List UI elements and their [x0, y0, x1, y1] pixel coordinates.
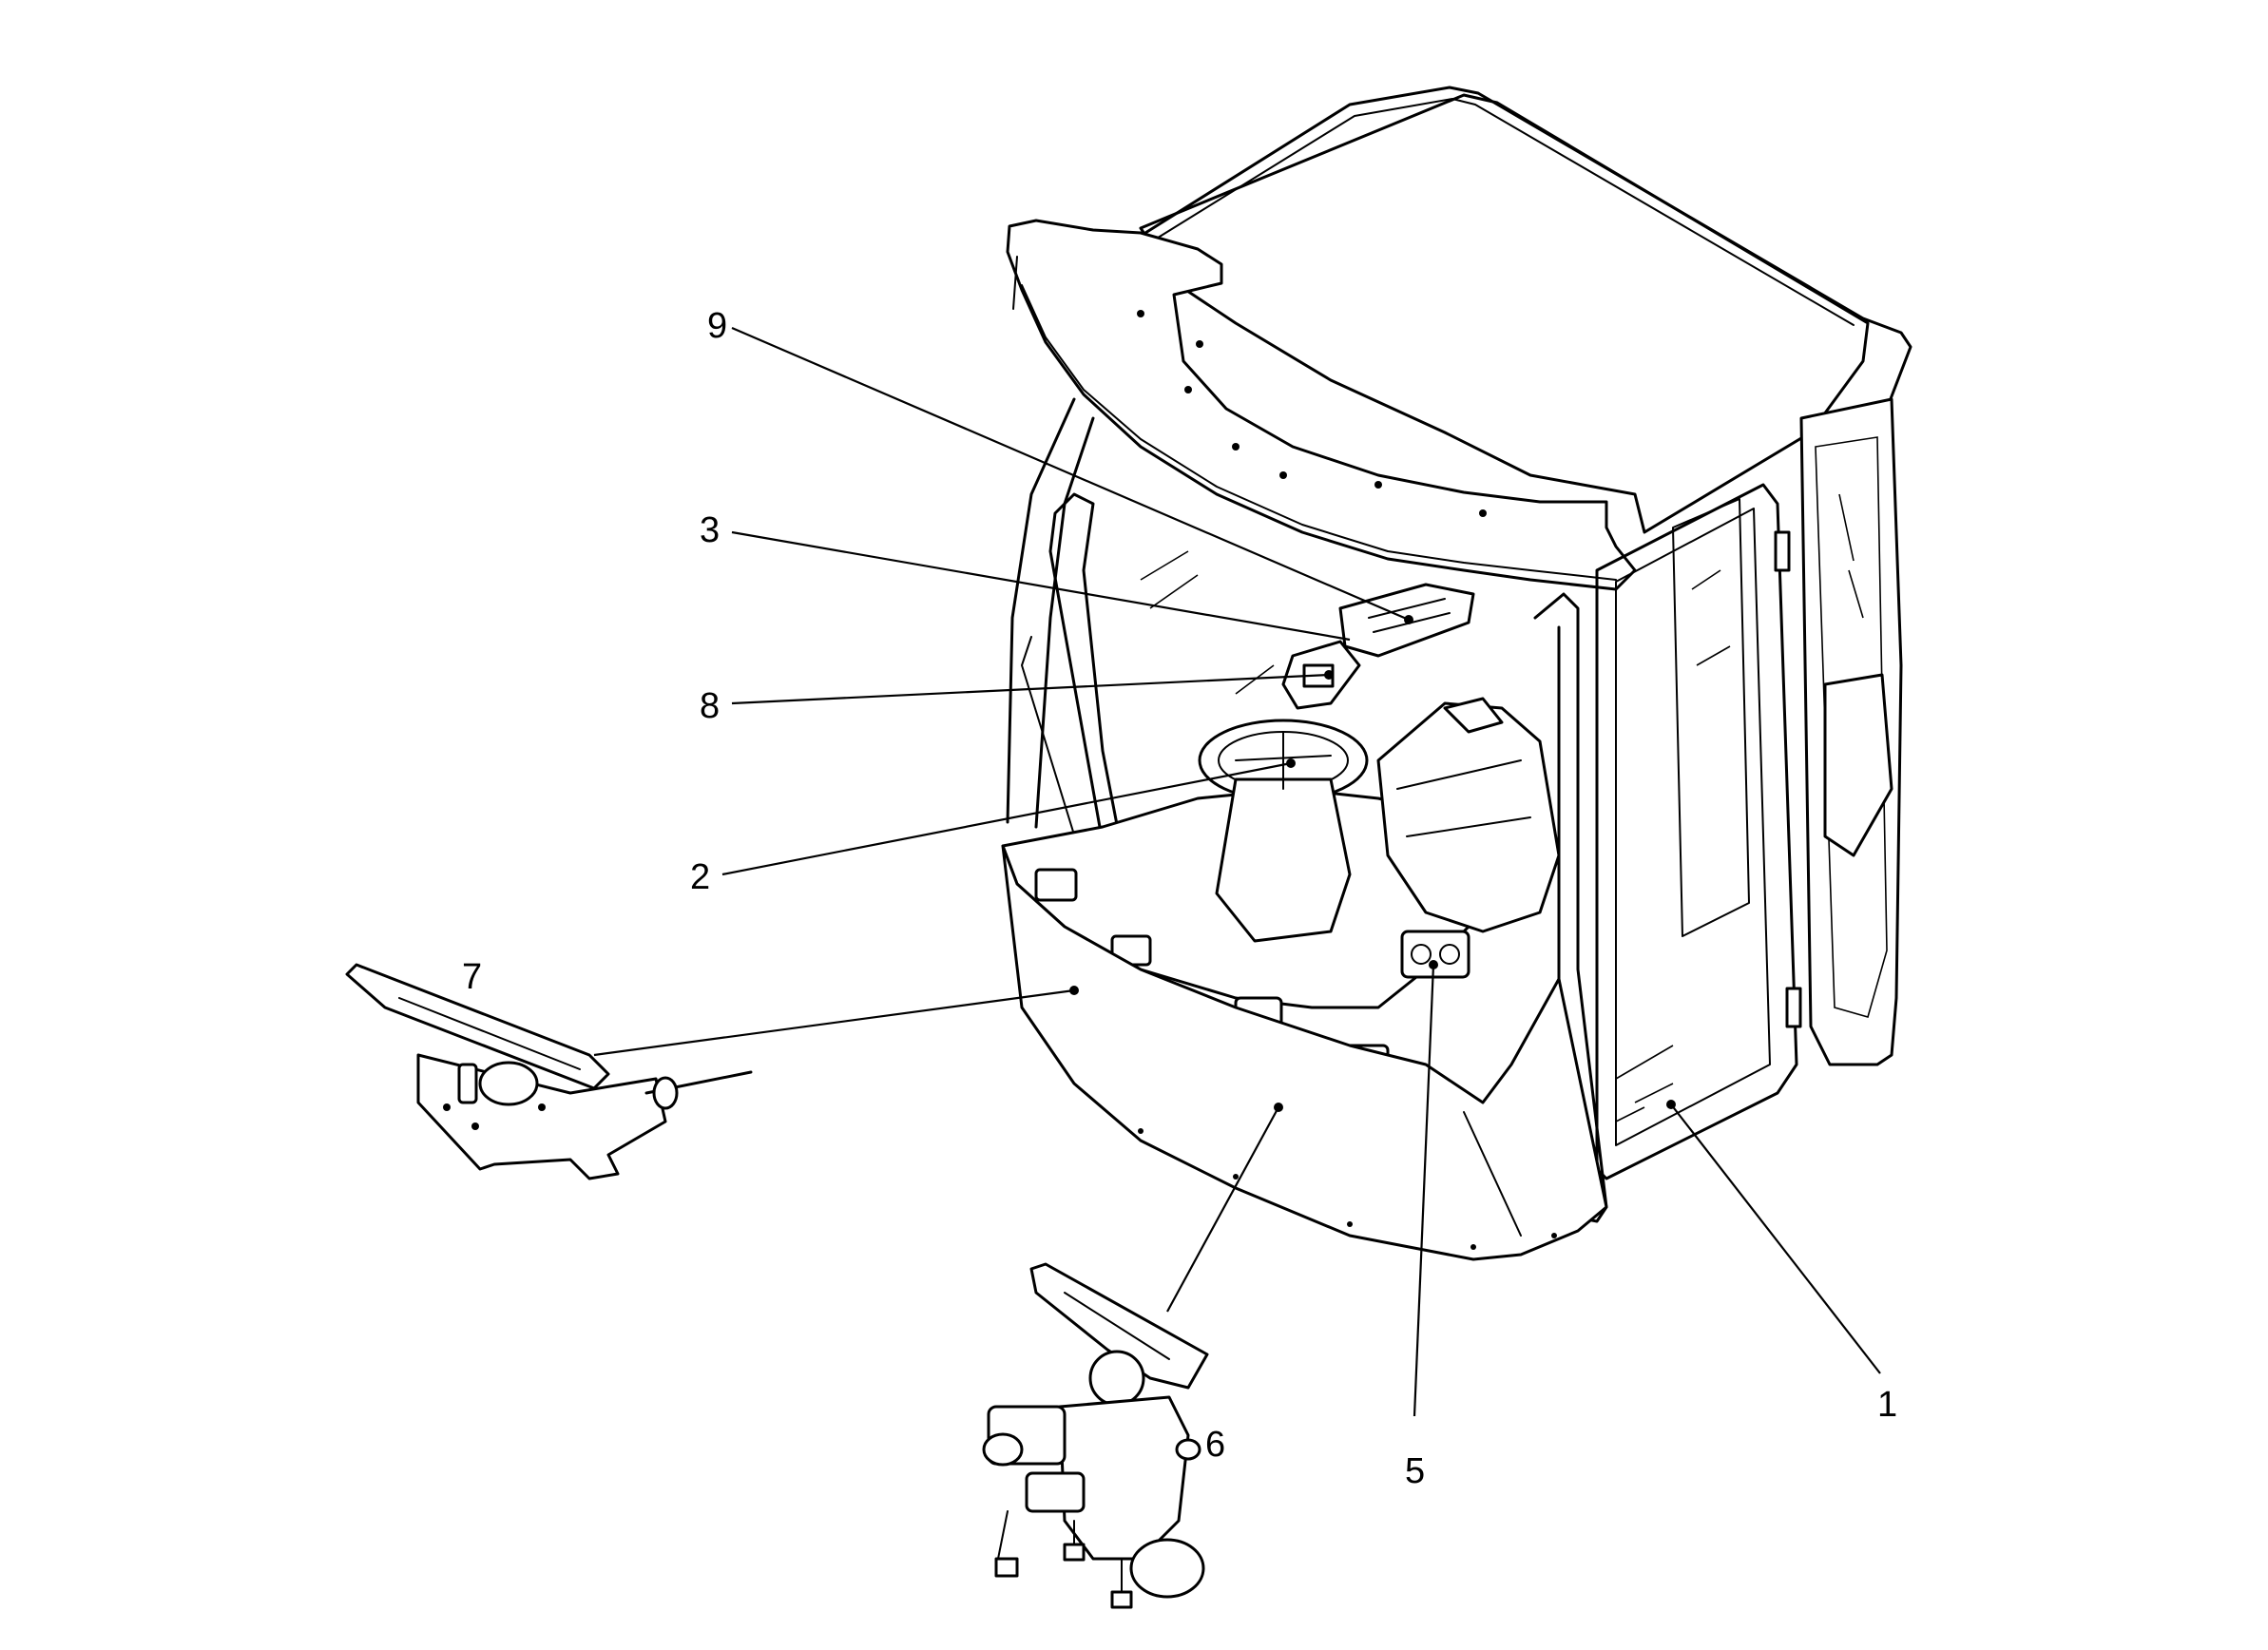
callout-2: 2 [690, 857, 710, 897]
steering-column [1215, 777, 1352, 943]
cab-door [1595, 483, 1798, 1180]
body-rivets [1138, 1128, 1557, 1250]
leader-lines [593, 326, 1881, 1417]
operator-cab [1001, 86, 1912, 1261]
callout-7: 7 [462, 957, 482, 997]
side-switch-panel [1400, 930, 1470, 979]
callout-3: 3 [700, 510, 720, 550]
roof-rail [1144, 86, 1912, 420]
callout-5: 5 [1405, 1451, 1425, 1491]
left-a-pillar [1006, 397, 1095, 829]
cab-lower-body [1001, 844, 1608, 1261]
callout-1: 1 [1877, 1385, 1897, 1425]
callout-8: 8 [700, 686, 720, 726]
cab-front-header [1006, 219, 1637, 591]
callout-9: 9 [707, 306, 727, 346]
callout-6: 6 [1205, 1425, 1225, 1465]
rear-view-mirror [1823, 673, 1893, 857]
callout-labels: 9 3 8 2 7 6 5 1 [462, 306, 1897, 1491]
accelerator-pedal-assembly [345, 963, 753, 1180]
brake-valve-assembly [982, 1262, 1209, 1609]
header-bolts [1137, 310, 1487, 517]
